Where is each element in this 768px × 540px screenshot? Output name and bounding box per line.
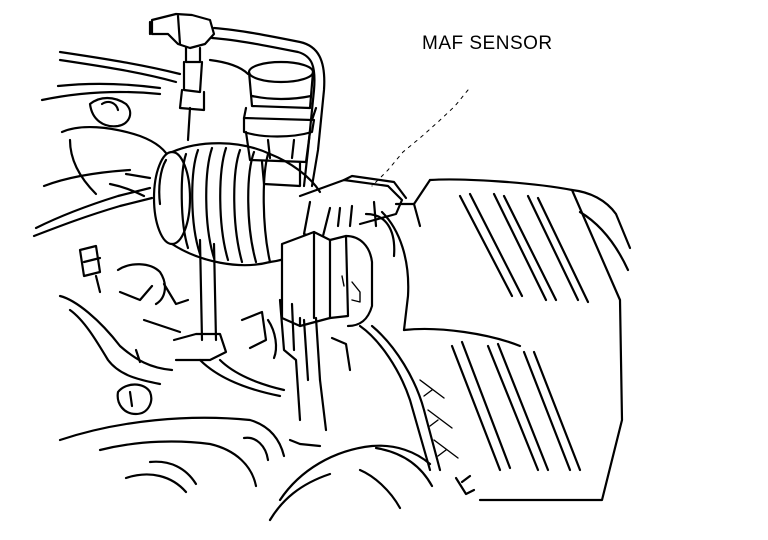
maf-sensor-callout-label: MAF SENSOR [422,33,553,54]
callout-leader-line [371,89,469,187]
vacuum-fitting [148,12,326,188]
maf-sensor [280,174,408,328]
left-intake-hose [32,96,172,238]
lower-ducts [58,416,434,522]
harness-lines-upper [40,50,250,102]
air-intake-boot [152,142,322,267]
air-cleaner-housing [358,178,632,502]
lower-left-components [58,238,352,462]
